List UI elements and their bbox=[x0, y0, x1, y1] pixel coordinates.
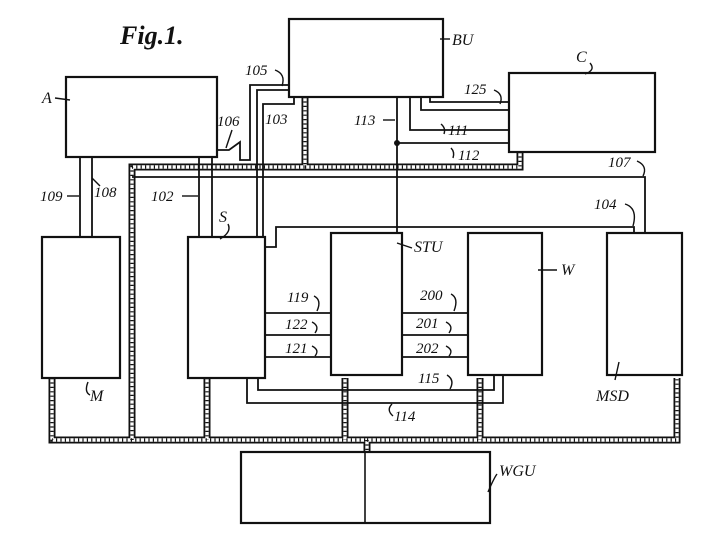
ref-121: 121 bbox=[285, 341, 308, 357]
label-M: M bbox=[89, 388, 105, 405]
leader-STU bbox=[396, 242, 413, 249]
label-S: S bbox=[219, 209, 227, 226]
leader-121 bbox=[311, 345, 318, 357]
block-M bbox=[40, 235, 122, 380]
label-BU: BU bbox=[452, 32, 475, 49]
reference-numerals: 105 103 106 113 125 111 112 107 109 108 … bbox=[40, 63, 646, 425]
wire-125b bbox=[429, 97, 509, 103]
leader-202 bbox=[445, 345, 452, 357]
ref-104: 104 bbox=[594, 197, 617, 213]
block-A bbox=[64, 75, 219, 159]
block-MSD bbox=[605, 231, 684, 377]
leader-WGU bbox=[487, 473, 498, 493]
leader-115 bbox=[446, 374, 453, 390]
ref-113: 113 bbox=[354, 113, 375, 129]
label-W: W bbox=[561, 262, 576, 279]
leader-A bbox=[54, 97, 71, 101]
leader-107 bbox=[636, 160, 646, 177]
block-STU bbox=[329, 231, 404, 377]
ref-112: 112 bbox=[458, 148, 480, 164]
leader-M bbox=[85, 381, 91, 396]
leader-125 bbox=[493, 89, 502, 105]
leader-112 bbox=[450, 147, 455, 159]
leader-114 bbox=[388, 403, 394, 417]
wire-107 bbox=[132, 176, 646, 233]
leader-119 bbox=[313, 295, 320, 312]
label-A: A bbox=[41, 90, 52, 107]
bus-hatching bbox=[50, 97, 679, 452]
wire-115 bbox=[257, 375, 495, 391]
label-C: C bbox=[576, 49, 587, 66]
leader-200 bbox=[450, 293, 457, 312]
block-S bbox=[186, 235, 267, 380]
leader-104 bbox=[624, 203, 636, 227]
ref-115: 115 bbox=[418, 371, 440, 387]
block-W bbox=[466, 231, 544, 377]
figure-title: Fig.1. bbox=[119, 21, 184, 50]
ref-109: 109 bbox=[40, 189, 63, 205]
ref-119: 119 bbox=[287, 290, 309, 306]
block-labels: BU A C S STU W M MSD WGU bbox=[41, 32, 629, 493]
wire-111 bbox=[409, 97, 509, 131]
wire-103 bbox=[262, 97, 295, 237]
leader-108 bbox=[91, 177, 101, 187]
leader-C bbox=[584, 62, 593, 75]
wire-105 bbox=[256, 89, 289, 237]
wire-104 bbox=[266, 226, 635, 248]
label-WGU: WGU bbox=[499, 463, 537, 480]
ref-114: 114 bbox=[394, 409, 416, 425]
block-C bbox=[507, 71, 657, 154]
ref-122: 122 bbox=[285, 317, 308, 333]
ref-111: 111 bbox=[448, 123, 468, 139]
leader-105 bbox=[274, 69, 284, 87]
ref-201: 201 bbox=[416, 316, 439, 332]
leader-106 bbox=[225, 129, 233, 149]
ref-107: 107 bbox=[608, 155, 632, 171]
signal-wires bbox=[79, 84, 646, 404]
ref-106: 106 bbox=[217, 114, 240, 130]
label-MSD: MSD bbox=[595, 388, 629, 405]
wire-114 bbox=[246, 375, 504, 404]
ref-105: 105 bbox=[245, 63, 268, 79]
block-BU bbox=[287, 17, 445, 99]
ref-202: 202 bbox=[416, 341, 439, 357]
leader-201 bbox=[445, 321, 452, 334]
wire-106 bbox=[217, 84, 289, 161]
wire-125 bbox=[420, 97, 509, 111]
ref-200: 200 bbox=[420, 288, 443, 304]
ref-108: 108 bbox=[94, 185, 117, 201]
leader-122 bbox=[311, 321, 318, 334]
ref-125: 125 bbox=[464, 82, 487, 98]
ref-102: 102 bbox=[151, 189, 174, 205]
label-STU: STU bbox=[414, 239, 444, 256]
ref-103: 103 bbox=[265, 112, 288, 128]
leader-111 bbox=[440, 123, 446, 135]
leader-MSD bbox=[614, 361, 620, 381]
blocks bbox=[40, 17, 684, 525]
bus-layers bbox=[48, 97, 681, 452]
leader-S bbox=[219, 223, 230, 240]
